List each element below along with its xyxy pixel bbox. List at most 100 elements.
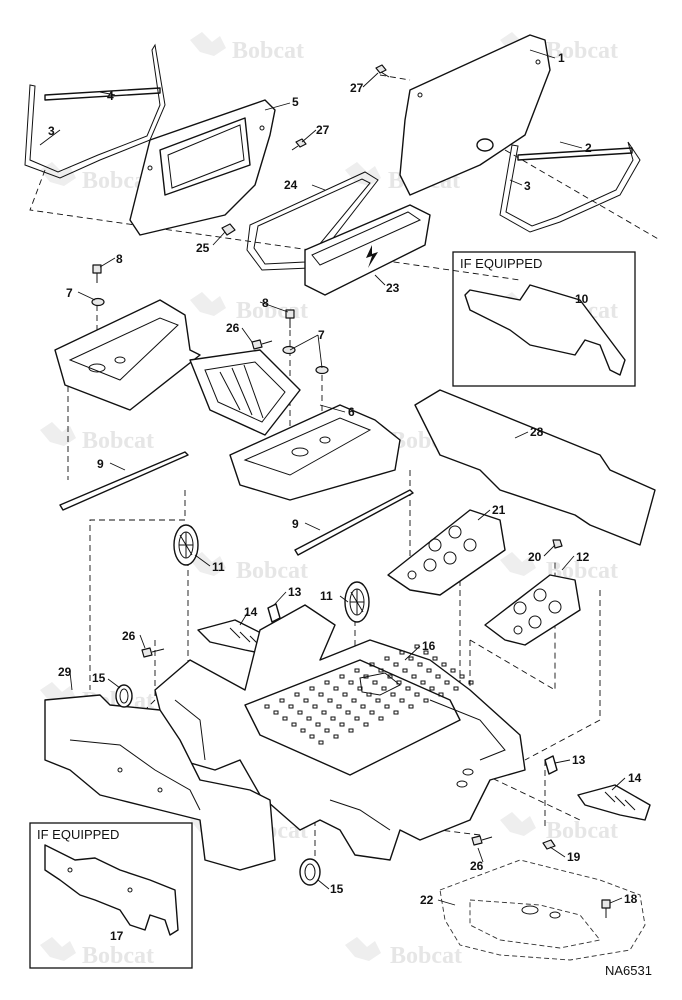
callout-9-right: 9 xyxy=(292,517,299,531)
perforation-hole xyxy=(411,674,417,679)
perforation-hole xyxy=(333,734,339,739)
bobcat-watermark: Bobcat xyxy=(345,937,462,969)
callout-11-left: 11 xyxy=(212,560,225,574)
perforation-hole xyxy=(294,692,300,697)
perforation-hole xyxy=(453,686,459,691)
perforation-hole xyxy=(315,722,321,727)
perforation-hole xyxy=(342,692,348,697)
perforation-hole xyxy=(432,656,438,661)
perforation-hole xyxy=(345,710,351,715)
drawing-code: NA6531 xyxy=(605,963,652,978)
svg-text:Bobcat: Bobcat xyxy=(232,38,304,64)
bobcat-watermark: Bobcat xyxy=(190,292,308,324)
part-14-bracket-right xyxy=(577,784,651,821)
callout-18: 18 xyxy=(624,892,638,906)
svg-text:Bobcat: Bobcat xyxy=(82,943,154,969)
perforation-hole xyxy=(426,668,432,673)
callout-12: 12 xyxy=(576,550,590,564)
callout-8-left: 8 xyxy=(116,252,123,266)
part-4-seal-strip xyxy=(44,87,161,101)
part-9-strip-left xyxy=(59,451,189,511)
callout-7-center: 7 xyxy=(318,328,325,342)
perforation-hole xyxy=(333,686,339,691)
perforation-hole xyxy=(348,728,354,733)
callout-22: 22 xyxy=(420,893,434,907)
callout-24: 24 xyxy=(284,178,298,192)
callout-29: 29 xyxy=(58,665,72,679)
floor-perforation-grid xyxy=(264,644,474,745)
perforation-hole xyxy=(420,680,426,685)
callout-13-right: 13 xyxy=(572,753,586,767)
bobcat-watermark: Bobcat xyxy=(500,812,618,844)
callout-19: 19 xyxy=(567,850,581,864)
perforation-hole xyxy=(369,662,375,667)
part-21-pedal-pad xyxy=(387,509,506,596)
perforation-hole xyxy=(438,692,444,697)
callout-21: 21 xyxy=(492,503,506,517)
part-1-side-panel-right xyxy=(399,34,551,196)
part-19-clip xyxy=(542,839,556,850)
perforation-hole xyxy=(423,698,429,703)
perforation-hole xyxy=(273,710,279,715)
perforation-hole xyxy=(399,650,405,655)
perforation-hole xyxy=(297,710,303,715)
part-20-nut xyxy=(552,539,563,549)
perforation-hole xyxy=(393,710,399,715)
part-7-washer-center xyxy=(282,345,329,375)
callout-26-mid: 26 xyxy=(122,629,136,643)
part-26-bolt-upper xyxy=(251,339,273,350)
svg-text:Bobcat: Bobcat xyxy=(236,558,308,584)
perforation-hole xyxy=(369,710,375,715)
part-9-strip-right xyxy=(294,489,414,556)
callout-17: 17 xyxy=(110,929,124,943)
svg-text:Bobcat: Bobcat xyxy=(546,38,618,64)
part-12-pedal-pad xyxy=(484,574,581,646)
perforation-hole xyxy=(288,704,294,709)
perforation-hole xyxy=(408,704,414,709)
callout-14-left: 14 xyxy=(244,605,258,619)
part-5-side-panel-left xyxy=(129,99,276,236)
perforation-hole xyxy=(381,686,387,691)
perforation-hole xyxy=(336,704,342,709)
perforation-hole xyxy=(300,728,306,733)
inset-box-lower: IF EQUIPPED 17 xyxy=(29,822,193,969)
leader-lines xyxy=(39,49,626,906)
perforation-hole xyxy=(324,728,330,733)
part-7-washer-left xyxy=(91,297,105,307)
perforation-hole xyxy=(378,716,384,721)
part-3-seal-loop-right xyxy=(499,141,641,233)
callout-16: 16 xyxy=(422,639,436,653)
callout-28: 28 xyxy=(530,425,544,439)
perforation-hole xyxy=(303,698,309,703)
perforation-hole xyxy=(459,674,465,679)
perforation-hole xyxy=(309,734,315,739)
bobcat-watermark: Bobcat xyxy=(40,937,154,969)
part-15-grommet-upper xyxy=(115,684,133,708)
perforation-hole xyxy=(351,698,357,703)
perforation-hole xyxy=(330,716,336,721)
callout-3-left: 3 xyxy=(48,124,55,138)
perforation-hole xyxy=(441,662,447,667)
part-2-seal-strip xyxy=(517,147,633,161)
part-6-console-right xyxy=(229,404,401,501)
part-11-grommet-left xyxy=(173,524,199,566)
callout-15-upper: 15 xyxy=(92,671,106,685)
perforation-hole xyxy=(354,716,360,721)
perforation-hole xyxy=(312,704,318,709)
perforation-hole xyxy=(468,680,474,685)
perforation-hole xyxy=(378,668,384,673)
svg-text:Bobcat: Bobcat xyxy=(390,943,462,969)
callout-13-left: 13 xyxy=(288,585,302,599)
perforation-hole xyxy=(450,668,456,673)
perforation-hole xyxy=(327,698,333,703)
callout-26-low: 26 xyxy=(470,859,484,873)
perforation-hole xyxy=(339,722,345,727)
svg-text:Bobcat: Bobcat xyxy=(82,428,154,454)
part-6-frame-grill xyxy=(189,349,301,436)
perforation-hole xyxy=(324,680,330,685)
callout-7-left: 7 xyxy=(66,286,73,300)
perforation-hole xyxy=(423,650,429,655)
callout-27-right: 27 xyxy=(350,81,364,95)
bobcat-watermark: Bobcat xyxy=(190,32,304,64)
